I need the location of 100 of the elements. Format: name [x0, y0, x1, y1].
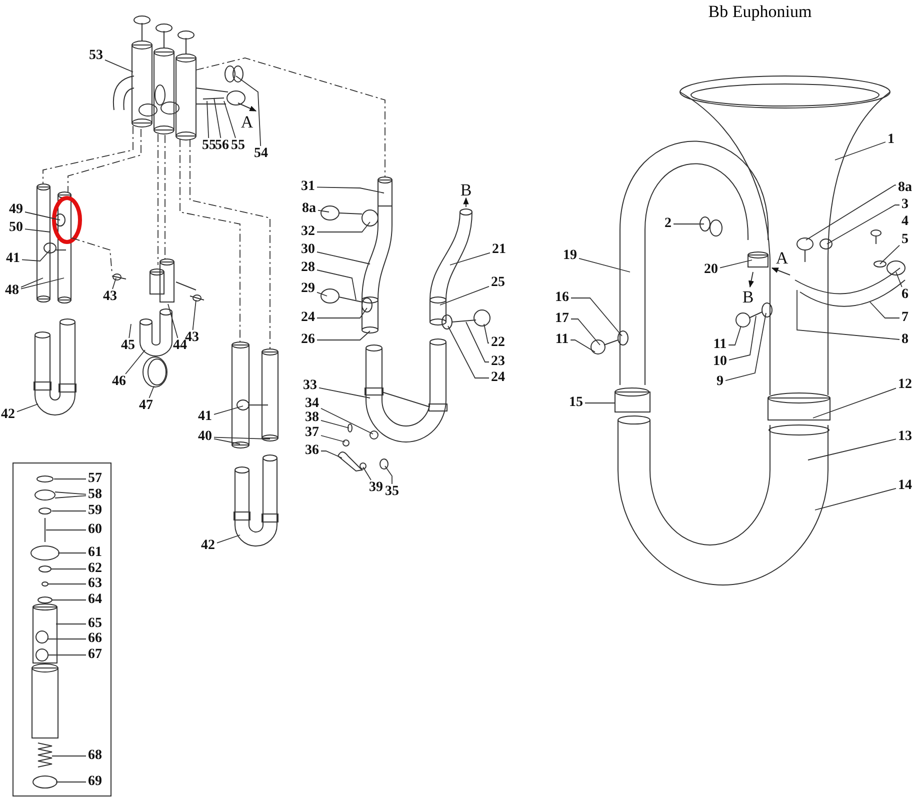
callout-number: 11	[555, 333, 569, 347]
leader-line	[148, 386, 154, 398]
leader-line	[316, 252, 370, 264]
callout-number: 41	[198, 410, 212, 424]
callout-number: 15	[569, 396, 583, 410]
leader-line	[58, 552, 86, 554]
callout-number: 49	[9, 203, 23, 217]
callout-number: 56	[215, 139, 229, 153]
leader-line	[316, 186, 384, 194]
callout-number: 48	[5, 284, 19, 298]
callout-number: 24	[301, 311, 315, 325]
callout-number: 68	[88, 749, 102, 763]
callout-number: 13	[898, 430, 912, 444]
reference-letter: B	[460, 182, 472, 198]
assembly-line	[42, 126, 134, 184]
leader-line	[20, 278, 64, 290]
leader-line	[720, 260, 752, 268]
callout-number: 54	[254, 147, 268, 161]
callout-number: 34	[305, 397, 319, 411]
leader-line	[796, 290, 900, 340]
leader-line	[806, 184, 896, 240]
leader-line	[362, 466, 372, 480]
callout-number: 12	[898, 378, 912, 392]
callout-number: 10	[713, 355, 727, 369]
callout-number: 11	[713, 338, 727, 352]
leader-line	[584, 402, 616, 404]
assembly-line	[72, 238, 112, 274]
leader-line	[206, 100, 210, 138]
callout-number: 64	[88, 593, 102, 607]
leader-line	[484, 324, 490, 344]
leader-line	[50, 568, 86, 570]
callout-number: 38	[305, 411, 319, 425]
tube-pair-drawing	[232, 342, 278, 448]
assembly-line	[164, 134, 166, 260]
assembly-line	[180, 138, 240, 342]
callout-number: 55	[231, 139, 245, 153]
callout-number: 65	[88, 617, 102, 631]
leader-line	[728, 326, 742, 346]
leader-line	[320, 408, 374, 434]
leader-line	[192, 300, 196, 330]
leader-line	[236, 76, 262, 146]
callout-number: 8	[902, 333, 908, 347]
callout-number: 17	[555, 312, 569, 326]
leader-line	[20, 278, 44, 288]
slide-tube-drawing	[36, 184, 82, 304]
callout-number: 59	[88, 504, 102, 518]
leader-line	[214, 406, 244, 415]
callout-number: 1	[888, 133, 894, 147]
leader-line	[725, 312, 766, 382]
callout-number: 62	[88, 562, 102, 576]
leader-line	[880, 244, 900, 264]
callout-number: 6	[902, 288, 908, 302]
callout-number: 50	[9, 221, 23, 235]
callout-number: 69	[88, 775, 102, 789]
leader-line	[214, 438, 240, 444]
assembly-line	[196, 58, 386, 178]
callout-number: 40	[198, 430, 212, 444]
leader-line	[48, 638, 86, 640]
leader-line	[384, 466, 392, 484]
callout-number: 9	[716, 375, 724, 389]
callout-number: 30	[301, 243, 315, 257]
leader-line	[896, 272, 902, 288]
callout-number: 8a	[302, 202, 316, 216]
leader-line	[112, 278, 116, 290]
diagram-title: Bb Euphonium	[708, 2, 812, 22]
leader-line	[316, 270, 356, 300]
leader-line	[168, 304, 178, 338]
callout-number: 31	[301, 180, 315, 194]
callout-number: 24	[491, 371, 505, 385]
callout-number: 45	[121, 339, 135, 353]
reference-letter: A	[776, 250, 788, 266]
leader-line	[814, 488, 896, 510]
leader-line	[466, 322, 490, 362]
callout-number: 23	[491, 355, 505, 369]
leader-line	[834, 142, 886, 160]
callout-number: 61	[88, 546, 102, 560]
leader-line	[24, 212, 60, 220]
callout-number: 42	[201, 539, 215, 553]
leader-line	[316, 308, 368, 318]
leader-line	[578, 258, 630, 272]
callout-number: 28	[301, 261, 315, 275]
callout-number: 25	[491, 276, 505, 290]
leader-line	[104, 59, 134, 72]
leader-line	[450, 252, 490, 266]
callout-number: 3	[902, 198, 908, 212]
leader-line	[214, 98, 222, 138]
leader-line	[316, 330, 370, 340]
callout-number: 42	[1, 408, 15, 422]
callout-number: 58	[88, 488, 102, 502]
leader-line	[320, 435, 346, 442]
callout-number: 7	[902, 311, 908, 325]
leader-line	[48, 654, 86, 656]
callout-number: 19	[563, 249, 577, 263]
callout-number: 53	[89, 49, 103, 63]
callout-number: 14	[898, 479, 912, 493]
callout-number: 26	[301, 333, 315, 347]
leader-line	[826, 204, 900, 244]
leader-line	[22, 250, 50, 262]
callout-number: 2	[664, 217, 672, 231]
callout-number: 37	[305, 426, 319, 440]
